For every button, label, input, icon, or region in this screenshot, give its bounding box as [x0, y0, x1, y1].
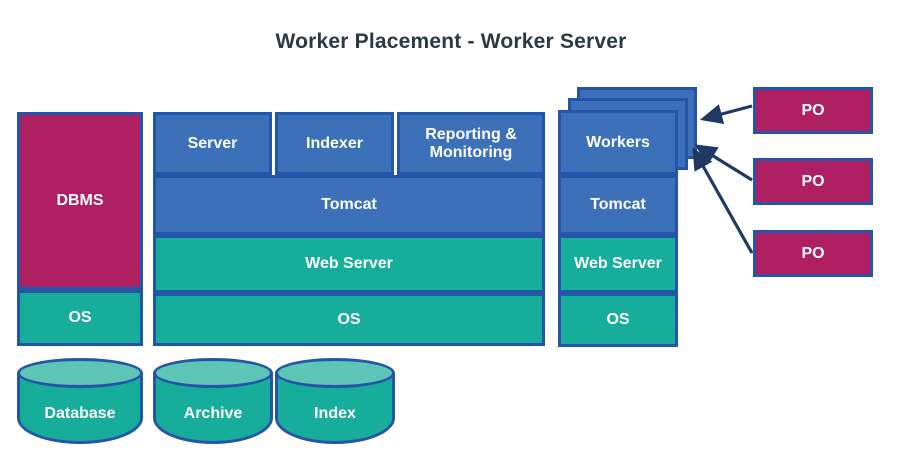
po-box-1-label: PO	[801, 101, 825, 119]
app-server-component-label: Server	[187, 134, 238, 152]
index-cylinder-top	[275, 358, 395, 388]
dbms-block: DBMS	[17, 112, 143, 290]
worker-web-server-label: Web Server	[574, 255, 662, 273]
app-reporting-monitoring-component: Reporting & Monitoring	[397, 112, 545, 175]
worker-tomcat-block: Tomcat	[558, 175, 678, 235]
index-cylinder-label: Index	[314, 405, 356, 422]
dbms-label: DBMS	[56, 192, 104, 210]
app-indexer-component-label: Indexer	[306, 134, 363, 152]
po-box-3-label: PO	[801, 244, 825, 262]
app-server-component: Server	[153, 112, 272, 175]
archive-cylinder-top	[153, 358, 273, 388]
app-os-label: OS	[337, 310, 361, 328]
app-indexer-component: Indexer	[275, 112, 394, 175]
arrow-po3-to-workers	[692, 147, 754, 254]
page-title: Worker Placement - Worker Server	[275, 30, 627, 53]
worker-tomcat-label: Tomcat	[590, 196, 646, 214]
worker-os-label: OS	[606, 311, 630, 329]
worker-web-server-block: Web Server	[558, 235, 678, 293]
archive-cylinder-label: Archive	[183, 405, 243, 422]
archive-cylinder: Archive	[153, 358, 273, 444]
po-box-3: PO	[753, 230, 873, 277]
database-cylinder: Database	[17, 358, 143, 444]
arrow-po2-to-workers	[694, 144, 753, 182]
workers-block: Workers	[558, 110, 678, 175]
index-cylinder: Index	[275, 358, 395, 444]
po-box-1: PO	[753, 87, 873, 134]
app-os-block: OS	[153, 293, 545, 346]
app-web-server-label: Web Server	[305, 255, 393, 273]
workers-label: Workers	[586, 133, 650, 151]
database-cylinder-label: Database	[44, 405, 116, 422]
dbms-os-block: OS	[17, 290, 143, 346]
dbms-os-label: OS	[68, 309, 92, 327]
app-tomcat-label: Tomcat	[321, 196, 377, 214]
worker-os-block: OS	[558, 293, 678, 347]
app-tomcat-block: Tomcat	[153, 175, 545, 235]
arrow-po1-to-workers	[699, 104, 753, 124]
app-web-server-block: Web Server	[153, 235, 545, 293]
po-box-2: PO	[753, 158, 873, 205]
database-cylinder-top	[17, 358, 143, 388]
po-box-2-label: PO	[801, 172, 825, 190]
app-reporting-monitoring-label: Reporting & Monitoring	[425, 126, 517, 161]
